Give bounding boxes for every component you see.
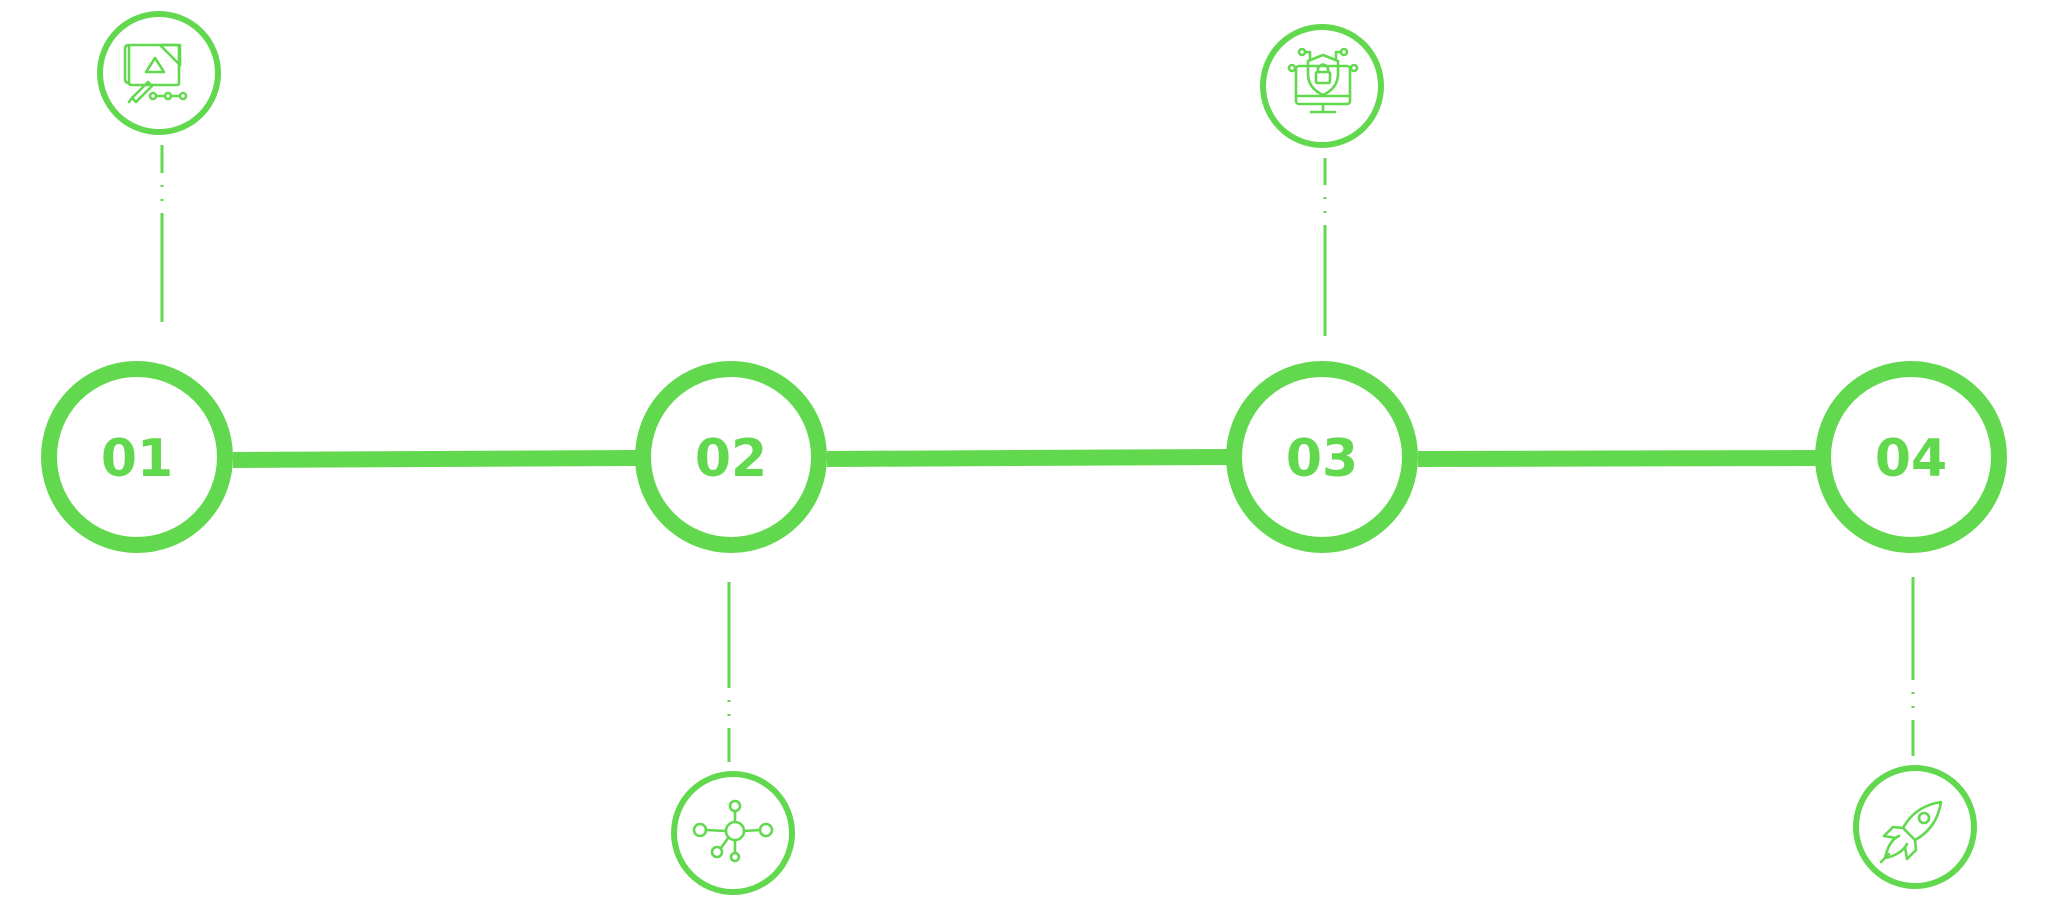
step-02: 02 [635,361,827,895]
network-nodes-icon [692,799,774,863]
icon-badge [1853,765,1977,889]
step-circle [1226,361,1418,553]
step-04: 04 [1815,361,2007,889]
step-number: 01 [101,429,173,489]
step-number: 02 [695,429,767,489]
cybersecurity-lock-icon [1287,47,1359,114]
connector-line-03-04 [1417,450,1818,467]
step-01: 01 [41,11,233,553]
design-blueprint-icon [123,43,188,104]
step-circle [635,361,827,553]
rocket-launch-icon [1879,800,1943,864]
connector-line-01-02 [232,450,638,468]
step-circle [41,361,233,553]
connector-line-02-03 [826,449,1229,467]
step-number: 04 [1875,429,1947,489]
step-number: 03 [1286,429,1358,489]
icon-badge [1260,24,1384,148]
step-03: 03 [1226,24,1418,553]
icon-badge [671,771,795,895]
step-circle [1815,361,2007,553]
